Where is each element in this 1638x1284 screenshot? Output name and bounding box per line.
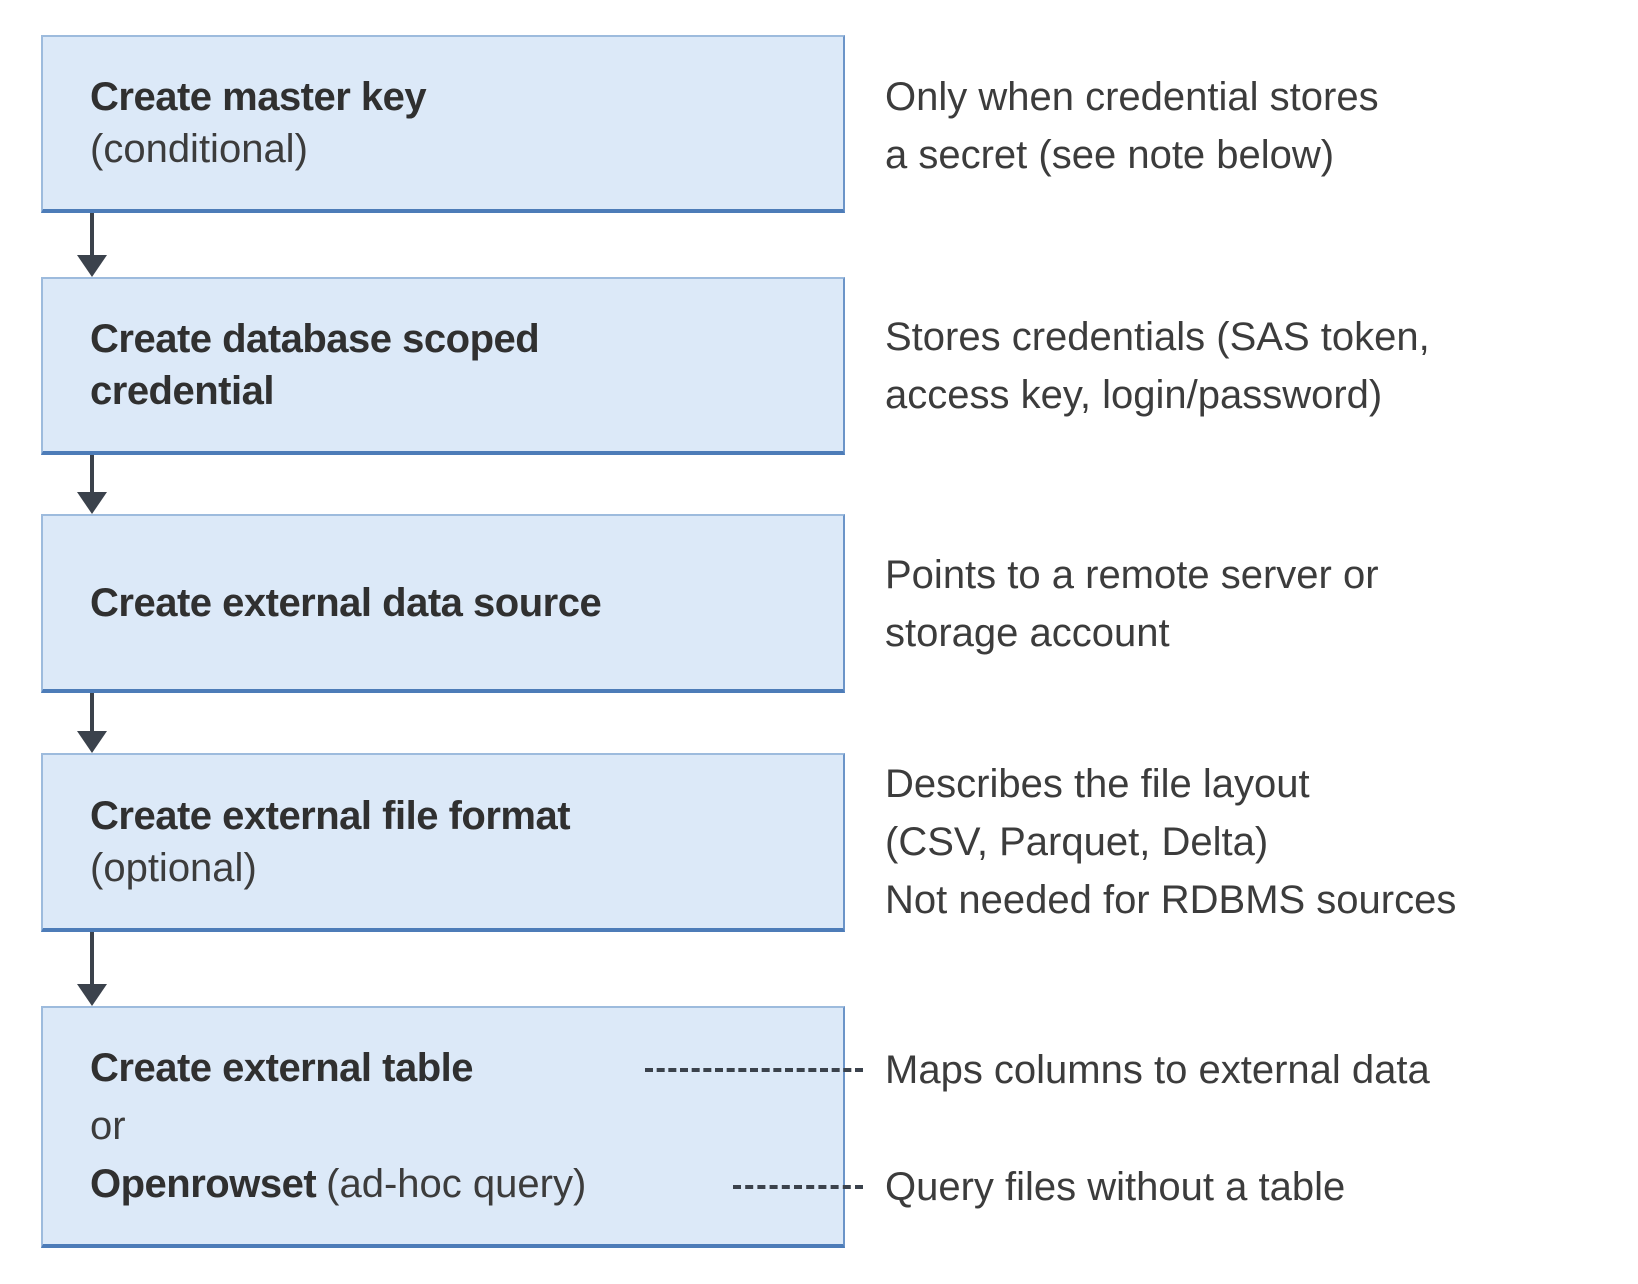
arrow-head [77,984,107,1006]
arrow-stem [90,693,94,731]
down-arrow-icon [77,455,107,514]
step-note: Maps columns to external data [885,1041,1430,1099]
note-line: Points to a remote server or [885,553,1379,597]
step-note: Only when credential stores a secret (se… [885,68,1379,184]
step-note: Describes the file layout (CSV, Parquet,… [885,755,1456,929]
arrow-head [77,255,107,277]
note-line: Query files without a table [885,1165,1346,1209]
step-title: Create database scoped credential [90,317,540,413]
or-text: or [90,1104,126,1148]
note-line: storage account [885,611,1170,655]
step-box-create-database-scoped-credential: Create database scoped credential [41,277,845,455]
step-note: Stores credentials (SAS token, access ke… [885,308,1430,424]
arrow-head [77,731,107,753]
note-line: Stores credentials (SAS token, [885,315,1430,359]
arrow-head [77,492,107,514]
step-title: Create master key [90,75,427,119]
step-note: Query files without a table [885,1158,1345,1216]
note-line: a secret (see note below) [885,133,1335,177]
step-box-create-external-table-or-openrowset: Create external table or Openrowset(ad-h… [41,1006,845,1248]
step-subtitle: (conditional) [90,127,308,171]
note-line: Not needed for RDBMS sources [885,878,1457,922]
dashed-connector [733,1185,863,1189]
step-box-create-master-key: Create master key (conditional) [41,35,845,213]
arrow-stem [90,932,94,984]
arrow-stem [90,455,94,492]
dashed-connector [645,1068,863,1072]
down-arrow-icon [77,932,107,1006]
note-line: Maps columns to external data [885,1048,1430,1092]
down-arrow-icon [77,213,107,277]
step-note: Points to a remote server or storage acc… [885,546,1379,662]
step-box-create-external-file-format: Create external file format (optional) [41,753,845,932]
alt-title-bold: Openrowset [90,1162,317,1206]
down-arrow-icon [77,693,107,753]
step-title: Create external data source [90,580,602,625]
note-line: Only when credential stores [885,75,1379,119]
note-line: Describes the file layout [885,762,1310,806]
note-line: access key, login/password) [885,373,1383,417]
step-box-create-external-data-source: Create external data source [41,514,845,693]
step-title: Create external file format [90,793,571,838]
step-title: Create external table [90,1039,823,1097]
step-subtitle: (optional) [90,845,257,890]
note-line: (CSV, Parquet, Delta) [885,820,1269,864]
step-alt-title: Openrowset(ad-hoc query) [90,1155,823,1213]
step-or-label: or [90,1097,823,1155]
arrow-stem [90,213,94,255]
alt-title-suffix: (ad-hoc query) [326,1162,587,1206]
step-title-bold: Create external table [90,1046,474,1090]
